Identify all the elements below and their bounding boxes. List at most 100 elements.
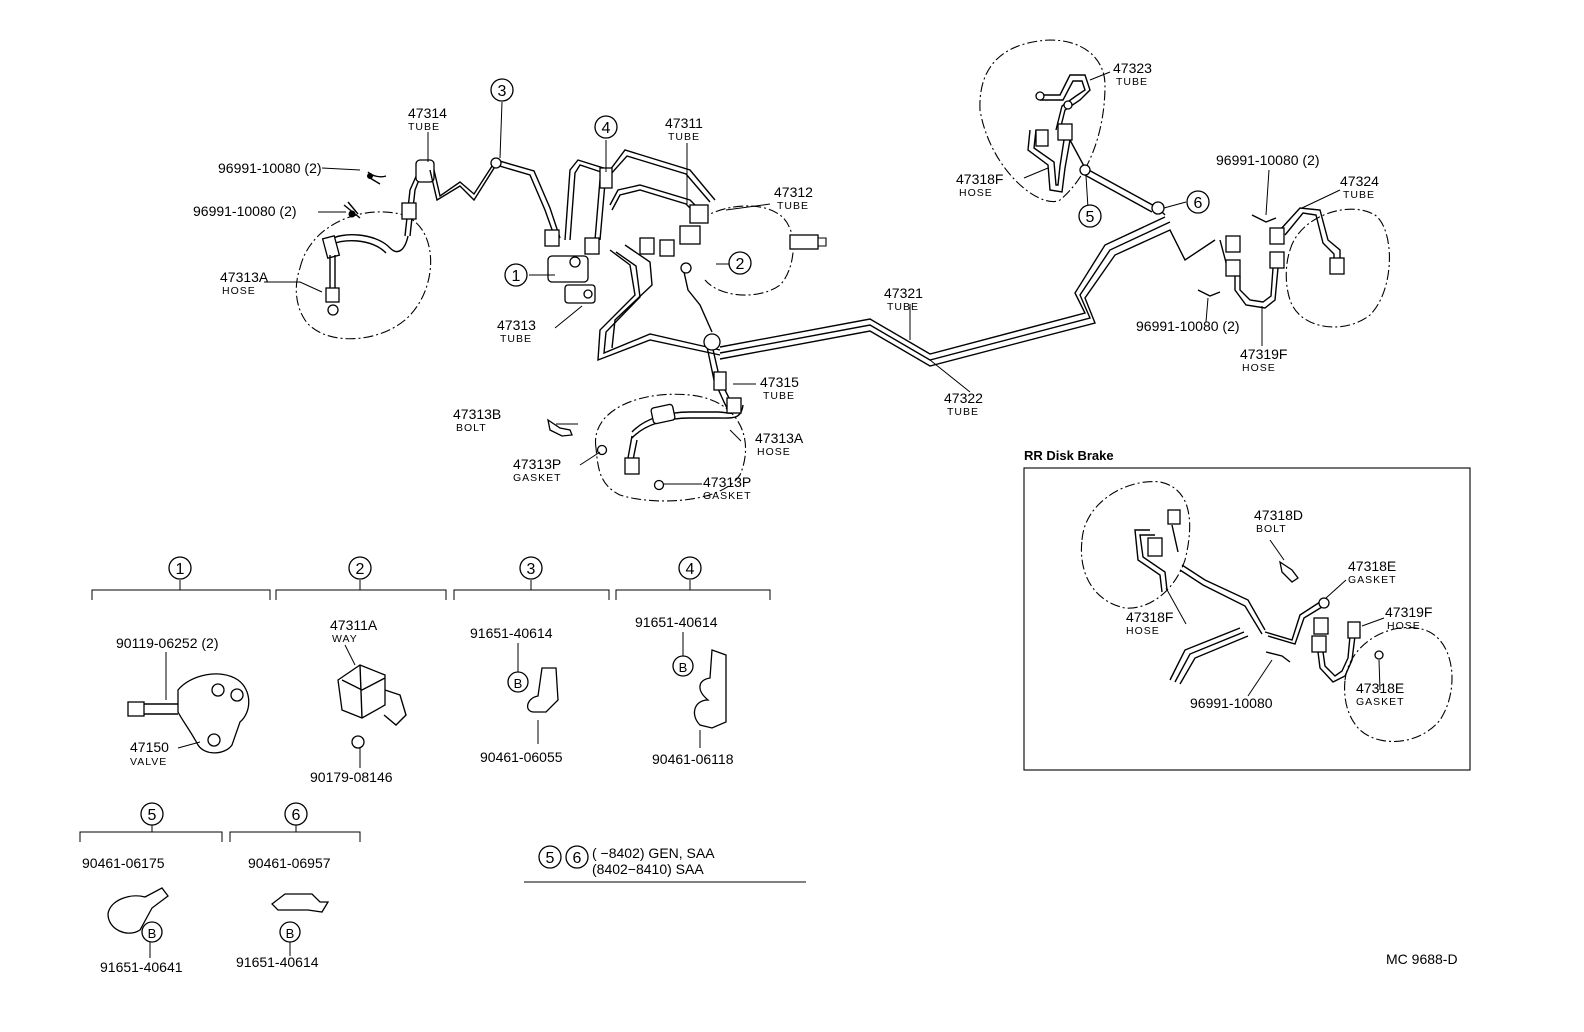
g6-top-part: 90461-06957 [248, 855, 331, 871]
svg-text:4: 4 [602, 120, 611, 137]
callout-47312-number: 47312 [774, 184, 813, 200]
svg-text:5: 5 [1086, 209, 1095, 226]
applicability-note: 5 6 ( −8402) GEN, SAA (8402−8410) SAA [524, 845, 806, 883]
inset-title: RR Disk Brake [1024, 448, 1114, 463]
g6-bottom-part: 91651-40614 [236, 954, 319, 970]
inset-96991: 96991-10080 [1190, 695, 1273, 711]
svg-text:2: 2 [356, 561, 365, 578]
g4-top-part: 91651-40614 [635, 614, 718, 630]
rr-disk-brake-inset: RR Disk Brake 47318D BOLT 47318E [1023, 448, 1471, 771]
callout-47313b-desc: BOLT [456, 422, 487, 434]
svg-text:1: 1 [512, 268, 521, 285]
note-circle-5: 5 [538, 845, 562, 869]
callout-96991-right-a: 96991-10080 (2) [1216, 152, 1320, 168]
svg-text:B: B [286, 926, 295, 941]
callout-47315-number: 47315 [760, 374, 799, 390]
index-circle-1: 1 [504, 263, 528, 287]
svg-text:6: 6 [573, 850, 582, 867]
callout-47313a-left-desc: HOSE [222, 285, 256, 297]
callout-47321-number: 47321 [884, 285, 923, 301]
inset-47318d-number: 47318D [1254, 507, 1303, 523]
callout-96991-top-a: 96991-10080 (2) [218, 160, 322, 176]
front-right-brake-assembly [547, 371, 747, 502]
g1-valve-number: 47150 [130, 739, 169, 755]
g5-top-part: 90461-06175 [82, 855, 165, 871]
detail-group-4: 91651-40614 B 90461-06118 [635, 614, 734, 767]
callout-47313b-number: 47313B [453, 406, 501, 422]
callout-47318f-top-number: 47318F [956, 171, 1003, 187]
index-circle-2: 2 [728, 251, 752, 275]
callout-47323-desc: TUBE [1116, 76, 1148, 88]
svg-text:3: 3 [498, 83, 507, 100]
g2-way-number: 47311A [330, 617, 378, 633]
svg-text:B: B [679, 660, 688, 675]
callout-47324-number: 47324 [1340, 173, 1379, 189]
g1-bolt-part: 90119-06252 (2) [116, 635, 218, 651]
inset-47318e-b-number: 47318E [1356, 680, 1404, 696]
detail-group-2: 47311A WAY 90179-08146 [310, 617, 407, 785]
g3-bottom-part: 90461-06055 [480, 749, 563, 765]
detail-circle-4: 4 [678, 556, 702, 580]
svg-text:B: B [514, 676, 523, 691]
detail-circle-5: 5 [140, 802, 164, 826]
callout-47321-desc: TUBE [887, 301, 919, 313]
index-circle-5: 5 [1078, 204, 1102, 228]
detail-group-3: 91651-40614 B 90461-06055 [470, 625, 563, 765]
g2-nut-part: 90179-08146 [310, 769, 393, 785]
index-circle-3: 3 [490, 78, 514, 102]
drawing-code: MC 9688-D [1386, 951, 1458, 967]
callout-47311-desc: TUBE [668, 131, 700, 143]
g5-bottom-part: 91651-40641 [100, 959, 183, 975]
detail-circle-3: 3 [519, 556, 543, 580]
main-index-circles: 3 4 1 2 5 6 [490, 78, 1210, 287]
note-line-2: (8402−8410) SAA [592, 861, 704, 877]
callout-47322-number: 47322 [944, 390, 983, 406]
index-circle-4: 4 [594, 115, 618, 139]
master-cylinder-cluster [544, 167, 827, 333]
callout-47313-desc: TUBE [500, 333, 532, 345]
svg-text:6: 6 [1194, 195, 1203, 212]
detail-group-6: 90461-06957 B 91651-40614 [236, 855, 331, 970]
svg-text:1: 1 [176, 561, 185, 578]
g4-bottom-part: 90461-06118 [652, 751, 734, 767]
callout-47323-number: 47323 [1113, 60, 1152, 76]
svg-text:B: B [148, 926, 157, 941]
svg-text:2: 2 [736, 256, 745, 273]
inset-47318e-a-number: 47318E [1348, 558, 1396, 574]
svg-text:5: 5 [148, 807, 157, 824]
inset-47319f-number: 47319F [1385, 604, 1432, 620]
callout-47319f-top-number: 47319F [1240, 346, 1287, 362]
detail-group-brackets [79, 580, 771, 842]
inset-47318e-b-desc: GASKET [1356, 696, 1405, 708]
inset-47318e-a-desc: GASKET [1348, 574, 1397, 586]
callout-47311-number: 47311 [665, 115, 703, 131]
callout-47319f-top-desc: HOSE [1242, 362, 1276, 374]
svg-text:6: 6 [292, 807, 301, 824]
inset-47319f-desc: HOSE [1387, 620, 1421, 632]
callout-96991-right-b: 96991-10080 (2) [1136, 318, 1240, 334]
leader-lines [264, 71, 1341, 485]
rear-upper-brake-assembly [979, 39, 1106, 202]
callout-47314-number: 47314 [408, 105, 447, 121]
callout-47324-desc: TUBE [1343, 189, 1375, 201]
detail-group-5: 90461-06175 B 91651-40641 [82, 855, 183, 975]
callout-47313p-b-number: 47313P [703, 474, 751, 490]
rear-right-brake-assembly [1197, 207, 1390, 328]
callout-47313a-left-number: 47313A [220, 269, 269, 285]
detail-circle-1: 1 [168, 556, 192, 580]
callout-47313p-a-desc: GASKET [513, 472, 562, 484]
callout-47318f-top-desc: HOSE [959, 187, 993, 199]
svg-text:3: 3 [527, 561, 536, 578]
detail-group-1: 90119-06252 (2) 47150 VALVE [116, 635, 250, 768]
callout-47314-desc: TUBE [408, 121, 440, 133]
detail-circle-6: 6 [284, 802, 308, 826]
callout-47313a-mid-number: 47313A [755, 430, 804, 446]
detail-circle-2: 2 [348, 556, 372, 580]
callout-47322-desc: TUBE [947, 406, 979, 418]
callout-47313a-mid-desc: HOSE [757, 446, 791, 458]
left-front-brake-assembly [295, 159, 435, 340]
main-callouts: 47314 TUBE 96991-10080 (2) 96991-10080 (… [193, 60, 1379, 502]
svg-text:5: 5 [546, 850, 555, 867]
callout-47313p-a-number: 47313P [513, 456, 561, 472]
